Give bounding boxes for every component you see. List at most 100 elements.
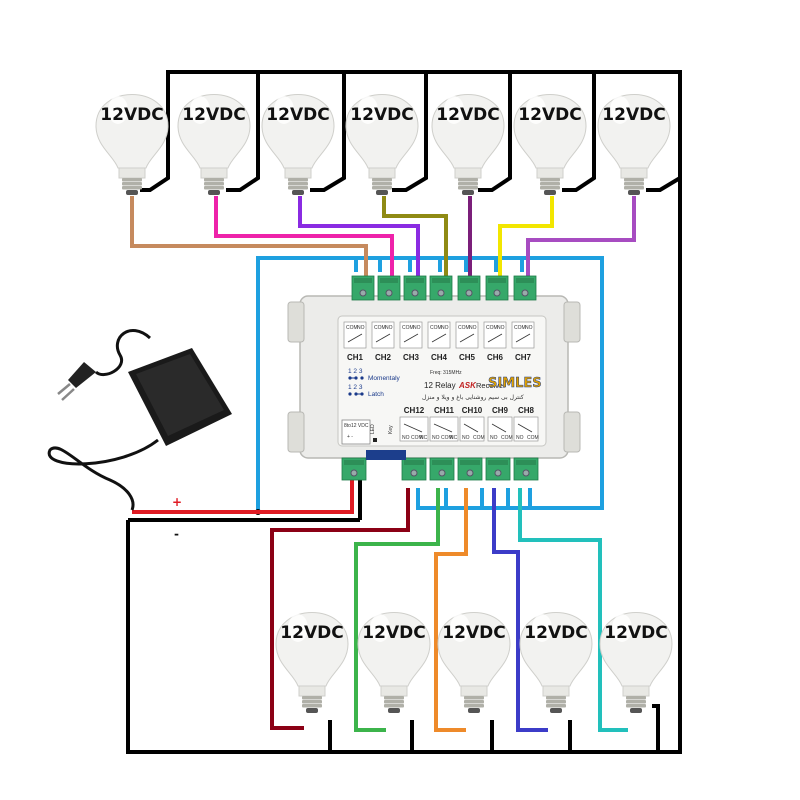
wire-ch10 [434,488,468,732]
bulb-tip [306,708,318,713]
bulb-highlight [288,614,308,642]
persian-text: کنترل بی سیم روشنایی باغ و ویلا و منزل [422,394,524,401]
bulb-thread [458,182,478,186]
mode-latch-label: Latch [368,391,384,398]
wire-ch2 [214,196,394,278]
top-terminal-block [377,275,401,301]
model-line1: 12 Relay [424,381,456,390]
top-terminal-block [457,275,481,301]
svg-text:COM: COM [430,325,442,331]
bulb-neck [454,167,482,179]
model-line2: Receiver [476,381,506,390]
bulb-voltage-label: 12VDC [266,105,329,125]
bulb-thread [626,696,646,700]
bulb-thread [288,178,308,182]
channel-label: CH5 [459,353,476,362]
svg-text:COM: COM [441,435,453,441]
power-terminal-block [341,457,367,481]
bulb-neck [284,167,312,179]
red-supply-wire [132,478,354,514]
power-adapter: + - [47,329,232,541]
bulb-highlight [450,614,470,642]
bulb-thread [546,696,566,700]
bulb-thread [546,700,566,704]
wire-ch1 [130,196,368,278]
bulb-neck [298,685,326,697]
svg-text:NO: NO [402,435,410,441]
top-terminal-block [485,275,509,301]
bulb-highlight [612,614,632,642]
bulb-thread [458,178,478,182]
top-bulb: 12VDC [95,94,169,195]
bulb-thread [384,700,404,704]
svg-text:NO: NO [525,325,533,331]
bulb-neck [620,167,648,179]
bottom-bulb: 12VDC [275,612,349,713]
bulb-tip [388,708,400,713]
mode-selector: 1 2 3 Momentaly 1 2 3 Latch [348,368,401,398]
bulb-tip [208,190,220,195]
svg-text:NO: NO [441,325,449,331]
mode-digits-bottom: 1 2 3 [348,384,363,391]
top-terminal-block [429,275,453,301]
bulb-voltage-label: 12VDC [604,623,667,643]
bulb-thread [122,182,142,186]
bulb-highlight [274,96,294,124]
bulb-thread [464,704,484,708]
top-bulb: 12VDC [261,94,335,195]
bulb-thread [372,182,392,186]
bulb-neck [118,167,146,179]
bulb-voltage-label: 12VDC [442,623,505,643]
power-terminal-box [341,419,371,445]
bulb-thread [624,178,644,182]
bottom-channel-wires [270,488,628,732]
bulb-thread [384,704,404,708]
black-ground-wire [126,70,682,754]
bulb-thread [540,182,560,186]
bulb-thread [122,178,142,182]
top-terminal-block [403,275,427,301]
bulb-thread [372,186,392,190]
wire-ch7 [526,196,636,278]
bulb-voltage-label: 12VDC [602,105,665,125]
wire-ch12 [270,488,410,730]
bottom-bulb: 12VDC [437,612,511,713]
bulb-thread [624,182,644,186]
bulb-voltage-label: 12VDC [280,623,343,643]
key-label: Key [388,425,394,434]
dc-cord [47,438,159,511]
bulb-tip [126,190,138,195]
bulb-neck [200,167,228,179]
bulb-thread [288,186,308,190]
svg-text:NC: NC [450,435,458,441]
wire-ch3 [298,196,420,278]
bulb-tip [550,708,562,713]
pcb-strip [366,450,406,460]
model-ask: ASK [458,381,477,390]
svg-text:COM: COM [527,435,539,441]
top-bulb: 12VDC [431,94,505,195]
freq-label: Freq: 315MHz [430,370,462,376]
svg-text:NO: NO [490,435,498,441]
bottom-terminal-block [401,457,427,481]
bulb-highlight [526,96,546,124]
bulb-tip [292,190,304,195]
bulb-tip [544,190,556,195]
supply-plus-label: + [172,495,182,509]
channel-label: CH11 [434,406,455,415]
bulb-voltage-label: 12VDC [350,105,413,125]
wire-ch6 [498,196,554,278]
bulb-voltage-label: 12VDC [182,105,245,125]
bottom-terminal-strip [341,457,539,481]
